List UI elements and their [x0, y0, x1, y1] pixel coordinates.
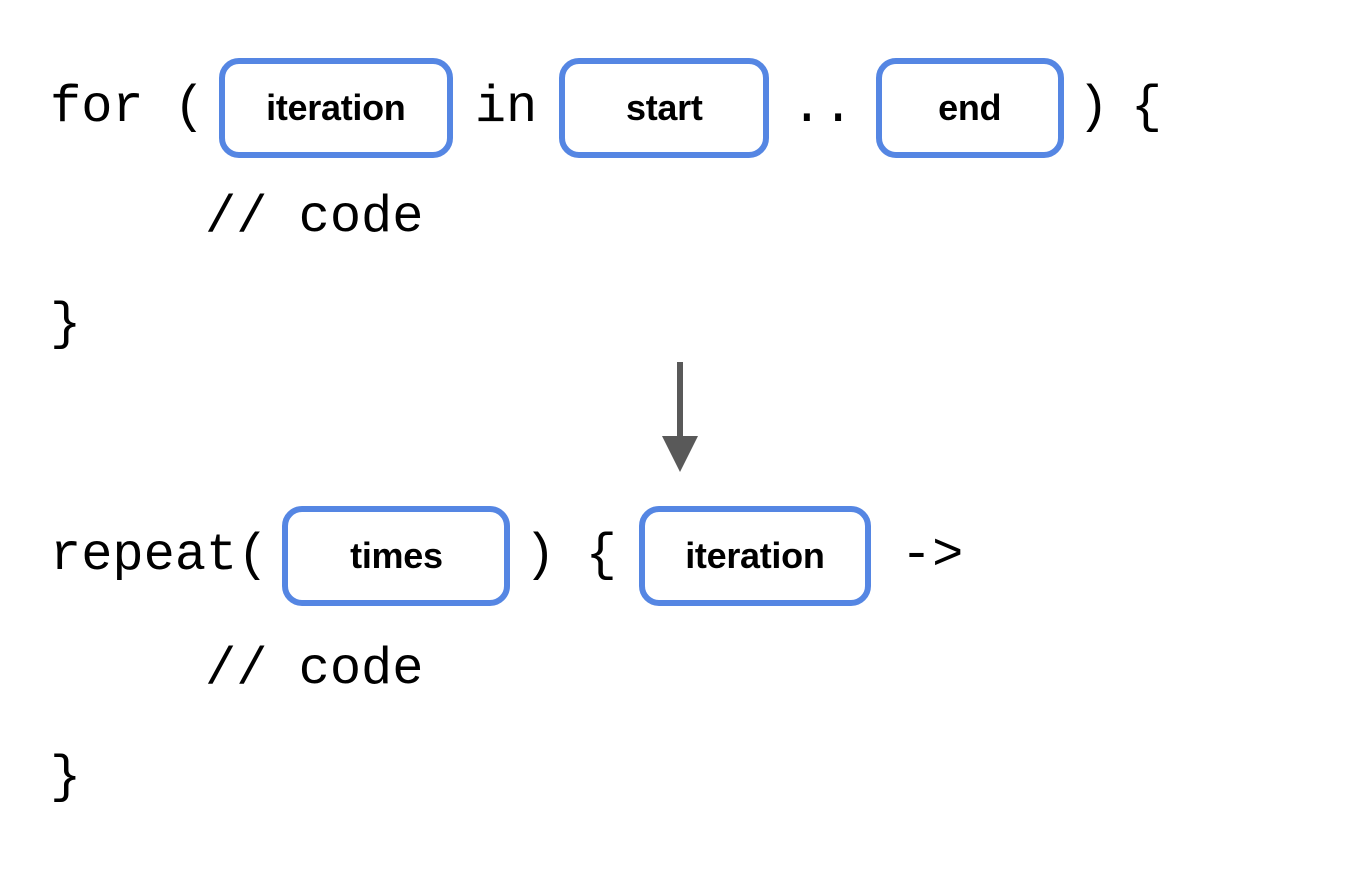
code-comment: // code — [205, 188, 424, 247]
code-comment: // code — [205, 640, 424, 699]
open-brace: { — [585, 526, 617, 585]
after-code-line-1: repeat( times ) { iteration -> — [50, 506, 964, 606]
slot-times[interactable]: times — [282, 506, 511, 606]
after-code-line-3: } — [50, 748, 81, 808]
before-code-line-2: // code — [50, 188, 423, 248]
open-paren: ( — [173, 78, 205, 137]
slot-iteration-before[interactable]: iteration — [218, 58, 453, 158]
close-brace: } — [50, 748, 82, 807]
before-code-line-3: } — [50, 295, 81, 355]
slot-end[interactable]: end — [875, 58, 1064, 158]
before-code-line-1: for ( iteration in start .. end ) { — [50, 58, 1163, 158]
slot-iteration-after[interactable]: iteration — [638, 506, 871, 606]
slot-start[interactable]: start — [559, 58, 770, 158]
for-keyword: for — [50, 78, 144, 137]
repeat-function-call: repeat( — [50, 526, 269, 585]
range-operator: .. — [791, 78, 854, 137]
lambda-arrow: -> — [900, 526, 964, 585]
open-brace: { — [1130, 78, 1163, 137]
downward-transform-arrow — [662, 362, 698, 472]
after-code-line-2: // code — [50, 640, 423, 700]
close-paren: ) — [524, 526, 556, 585]
in-keyword: in — [474, 78, 538, 137]
close-brace: } — [50, 295, 82, 354]
close-paren: ) — [1077, 78, 1109, 137]
